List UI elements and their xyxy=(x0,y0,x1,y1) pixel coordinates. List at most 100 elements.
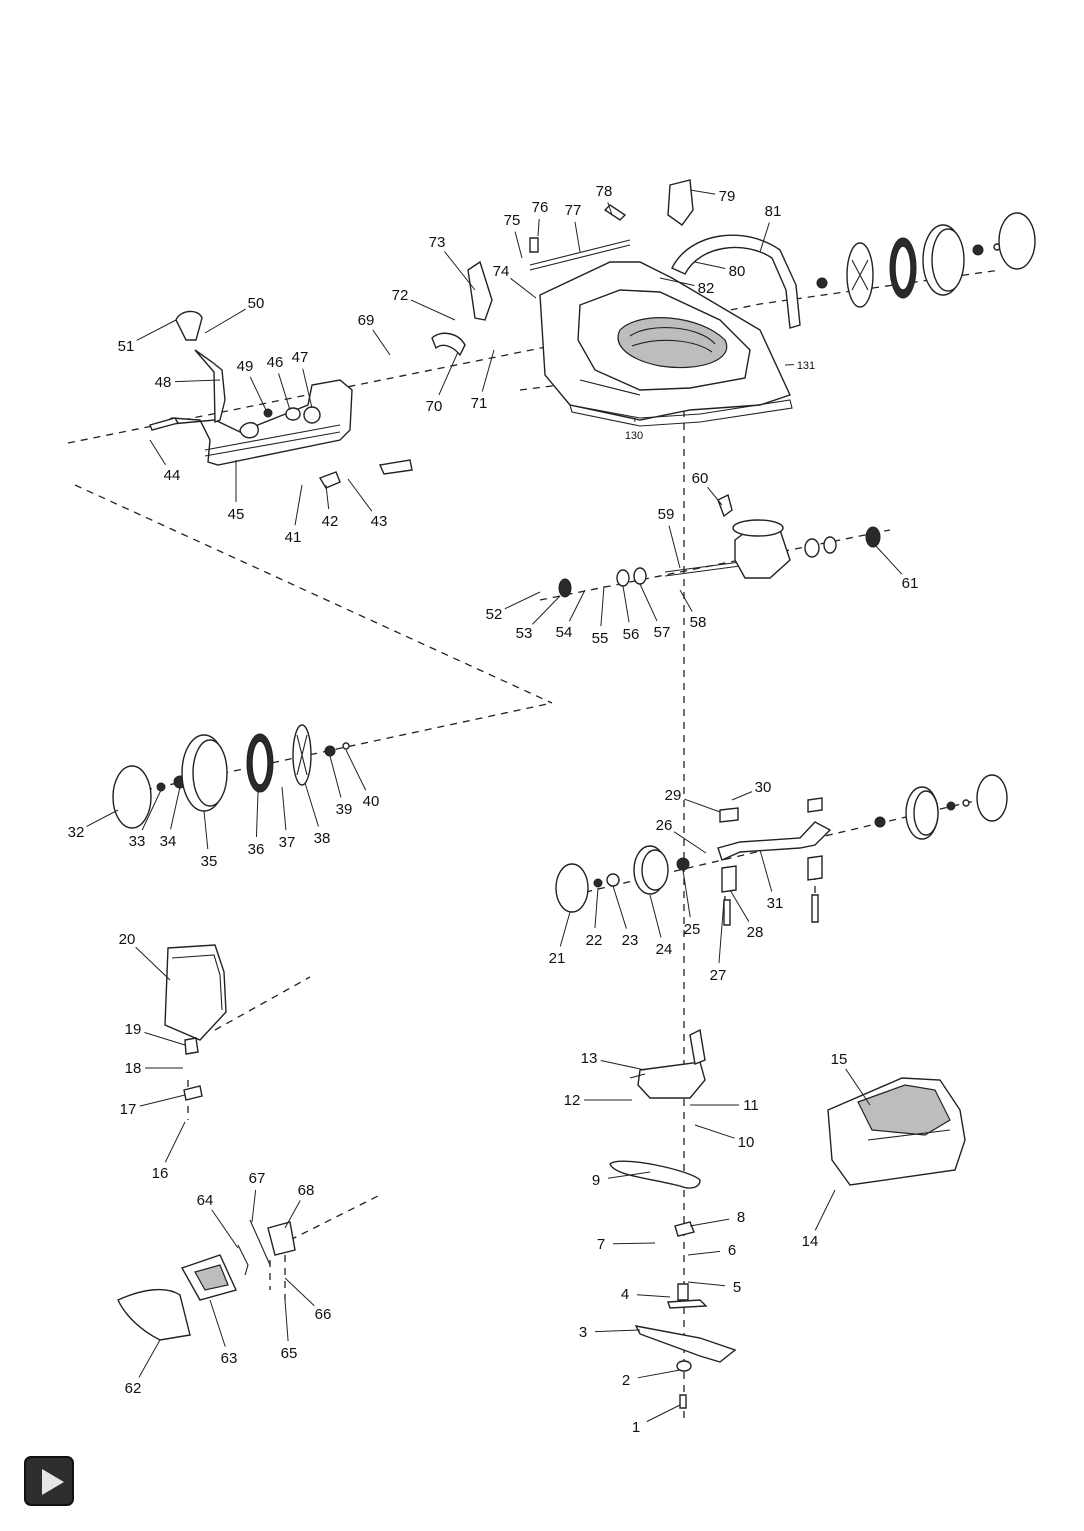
callout-18: 18 xyxy=(125,1060,142,1077)
callout-33: 33 xyxy=(129,833,146,850)
callout-7: 7 xyxy=(597,1236,605,1253)
rear-flap-assembly xyxy=(117,1219,296,1341)
leader-line-42 xyxy=(325,484,330,510)
leader-line-35 xyxy=(203,810,209,850)
callout-59: 59 xyxy=(658,506,675,523)
leader-line-52 xyxy=(504,591,541,610)
callout-45: 45 xyxy=(228,506,245,523)
callout-13: 13 xyxy=(581,1050,598,1067)
callout-9: 9 xyxy=(592,1172,600,1189)
height-adjust-axle xyxy=(149,310,413,489)
callout-3: 3 xyxy=(579,1324,587,1341)
callout-21: 21 xyxy=(549,950,566,967)
leader-line-57 xyxy=(639,583,658,622)
callout-42: 42 xyxy=(322,513,339,530)
leader-line-32 xyxy=(86,809,119,827)
callout-82: 82 xyxy=(698,280,715,297)
rear-cover xyxy=(827,1077,966,1186)
callout-44: 44 xyxy=(164,467,181,484)
leader-line-33 xyxy=(141,789,162,831)
callout-27: 27 xyxy=(710,967,727,984)
leader-line-41 xyxy=(294,484,303,526)
callout-61: 61 xyxy=(902,575,919,592)
rear-right-wheel-set xyxy=(816,212,1036,308)
callout-131: 131 xyxy=(797,360,815,372)
leader-line-72 xyxy=(410,299,456,321)
callout-41: 41 xyxy=(285,529,302,546)
mower-deck xyxy=(539,261,793,427)
callout-32: 32 xyxy=(68,824,85,841)
callout-65: 65 xyxy=(281,1345,298,1362)
leader-line-28 xyxy=(729,889,750,922)
leader-line-22 xyxy=(594,887,599,929)
callout-25: 25 xyxy=(684,921,701,938)
leader-line-53 xyxy=(532,595,561,625)
callout-22: 22 xyxy=(586,932,603,949)
leader-line-16 xyxy=(164,1121,186,1163)
callout-53: 53 xyxy=(516,625,533,642)
leader-line-43 xyxy=(347,478,373,512)
leader-line-56 xyxy=(622,585,630,623)
leader-line-20 xyxy=(135,946,171,981)
callout-55: 55 xyxy=(592,630,609,647)
play-icon xyxy=(42,1469,64,1495)
callout-50: 50 xyxy=(248,295,265,312)
play-button[interactable] xyxy=(24,1456,74,1506)
leader-line-48 xyxy=(174,379,221,383)
leader-line-3 xyxy=(594,1329,641,1333)
callout-4: 4 xyxy=(621,1286,629,1303)
callout-2: 2 xyxy=(622,1372,630,1389)
leader-line-51 xyxy=(136,319,177,341)
front-wheel-set xyxy=(555,774,1008,926)
callout-70: 70 xyxy=(426,398,443,415)
leader-line-47 xyxy=(302,368,313,409)
callout-66: 66 xyxy=(315,1306,332,1323)
callout-58: 58 xyxy=(690,614,707,631)
leader-line-76 xyxy=(537,218,540,237)
leader-line-14 xyxy=(814,1189,836,1231)
callout-80: 80 xyxy=(729,263,746,280)
leader-line-79 xyxy=(689,189,716,195)
callout-64: 64 xyxy=(197,1192,214,1209)
leader-line-62 xyxy=(138,1339,161,1378)
blade-drive-assembly xyxy=(609,1028,737,1409)
callout-76: 76 xyxy=(532,199,549,216)
leader-line-64 xyxy=(211,1209,239,1249)
leader-line-74 xyxy=(510,277,537,299)
leader-line-19 xyxy=(144,1032,186,1046)
leader-line-61 xyxy=(874,544,903,575)
leader-line-60 xyxy=(707,486,723,506)
leader-line-31 xyxy=(759,849,773,892)
callout-49: 49 xyxy=(237,358,254,375)
callout-57: 57 xyxy=(654,624,671,641)
leader-line-77 xyxy=(574,221,581,253)
callout-39: 39 xyxy=(336,801,353,818)
callout-37: 37 xyxy=(279,834,296,851)
leader-line-46 xyxy=(278,373,291,411)
callout-60: 60 xyxy=(692,470,709,487)
callout-17: 17 xyxy=(120,1101,137,1118)
side-discharge-assembly xyxy=(164,944,227,1101)
leader-line-44 xyxy=(149,439,167,466)
callout-38: 38 xyxy=(314,830,331,847)
leader-line-40 xyxy=(345,749,367,791)
callout-81: 81 xyxy=(765,203,782,220)
leader-line-4 xyxy=(636,1294,671,1298)
leader-line-9 xyxy=(607,1171,651,1179)
leader-line-71 xyxy=(481,349,495,392)
callout-16: 16 xyxy=(152,1165,169,1182)
callout-1: 1 xyxy=(632,1419,640,1436)
callout-35: 35 xyxy=(201,853,218,870)
leader-line-68 xyxy=(284,1200,301,1229)
callout-63: 63 xyxy=(221,1350,238,1367)
leader-line-26 xyxy=(673,831,707,854)
callout-11: 11 xyxy=(743,1097,759,1114)
callout-28: 28 xyxy=(747,924,764,941)
callout-29: 29 xyxy=(665,787,682,804)
leader-line-80 xyxy=(694,261,726,269)
leader-line-13 xyxy=(600,1060,646,1071)
callout-leaders xyxy=(86,189,903,1423)
leader-line-65 xyxy=(284,1299,289,1342)
callout-31: 31 xyxy=(767,895,784,912)
